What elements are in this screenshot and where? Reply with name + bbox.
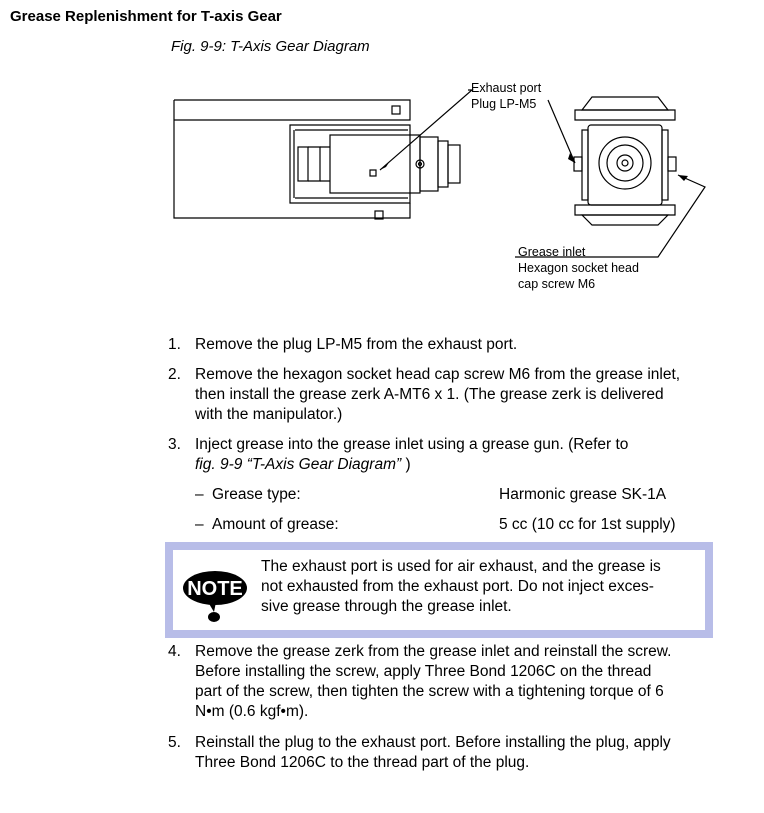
t-axis-gear-diagram: Exhaust port Plug LP-M5 Grease inlet Hex… xyxy=(170,75,710,310)
callout-exhaust-line-1: Exhaust port xyxy=(471,81,542,95)
step-text: Reinstall the plug to the exhaust port. … xyxy=(195,733,715,773)
step-line: part of the screw, then tighten the scre… xyxy=(195,683,664,700)
step-number: 3. xyxy=(168,436,181,453)
step-text: Remove the plug LP-M5 from the exhaust p… xyxy=(195,335,715,355)
reference-close: ) xyxy=(401,456,411,473)
step-line: Remove the grease zerk from the grease i… xyxy=(195,643,672,660)
step-line: Before installing the screw, apply Three… xyxy=(195,663,652,680)
step-number: 4. xyxy=(168,643,181,660)
step-line: N•m (0.6 kgf•m). xyxy=(195,703,309,720)
section-heading: Grease Replenishment for T-axis Gear xyxy=(10,8,282,25)
step-text: Remove the hexagon socket head cap screw… xyxy=(195,365,715,425)
spec-label: Grease type: xyxy=(212,486,301,503)
step-line: Inject grease into the grease inlet usin… xyxy=(195,436,629,453)
step-line: Three Bond 1206C to the thread part of t… xyxy=(195,754,530,771)
step-number: 1. xyxy=(168,336,181,353)
note-inner: NOTE The exhaust port is used for air ex… xyxy=(173,550,705,630)
callout-inlet-line-2: Hexagon socket head xyxy=(518,261,639,275)
note-icon-graphic: NOTE xyxy=(183,571,247,622)
figure-reference: fig. 9-9 “T-Axis Gear Diagram” xyxy=(195,456,402,473)
callout-inlet-line-3: cap screw M6 xyxy=(518,277,596,291)
note-icon: NOTE xyxy=(182,566,248,624)
spec-dash: – xyxy=(195,486,204,503)
spec-value: 5 cc (10 cc for 1st supply) xyxy=(499,516,676,533)
step-text: Inject grease into the grease inlet usin… xyxy=(195,435,715,475)
step-line: Remove the plug LP-M5 from the exhaust p… xyxy=(195,336,518,353)
note-line: sive grease through the grease inlet. xyxy=(261,598,512,615)
callout-inlet-line-1: Grease inlet xyxy=(518,245,586,259)
callout-grease-inlet: Grease inlet Hexagon socket head cap scr… xyxy=(518,244,639,292)
note-box: NOTE The exhaust port is used for air ex… xyxy=(165,542,713,638)
step-line: Reinstall the plug to the exhaust port. … xyxy=(195,734,671,751)
spec-value: Harmonic grease SK-1A xyxy=(499,486,667,503)
step-line: with the manipulator.) xyxy=(195,406,343,423)
step-text: Remove the grease zerk from the grease i… xyxy=(195,642,715,722)
step-line: then install the grease zerk A-MT6 x 1. … xyxy=(195,386,664,403)
spec-dash: – xyxy=(195,516,204,533)
note-text: The exhaust port is used for air exhaust… xyxy=(261,557,701,617)
step-number: 2. xyxy=(168,366,181,383)
spec-label: Amount of grease: xyxy=(212,516,339,533)
step-line: Remove the hexagon socket head cap screw… xyxy=(195,366,681,383)
figure-caption: Fig. 9-9: T-Axis Gear Diagram xyxy=(171,38,370,55)
diagram-drawing xyxy=(173,89,706,258)
note-line: not exhausted from the exhaust port. Do … xyxy=(261,578,654,595)
note-line: The exhaust port is used for air exhaust… xyxy=(261,558,661,575)
note-icon-label: NOTE xyxy=(187,578,243,600)
step-line: fig. 9-9 “T-Axis Gear Diagram” ) xyxy=(195,455,715,475)
callout-exhaust-port: Exhaust port Plug LP-M5 xyxy=(471,80,541,112)
step-number: 5. xyxy=(168,734,181,751)
callout-exhaust-line-2: Plug LP-M5 xyxy=(471,97,537,111)
